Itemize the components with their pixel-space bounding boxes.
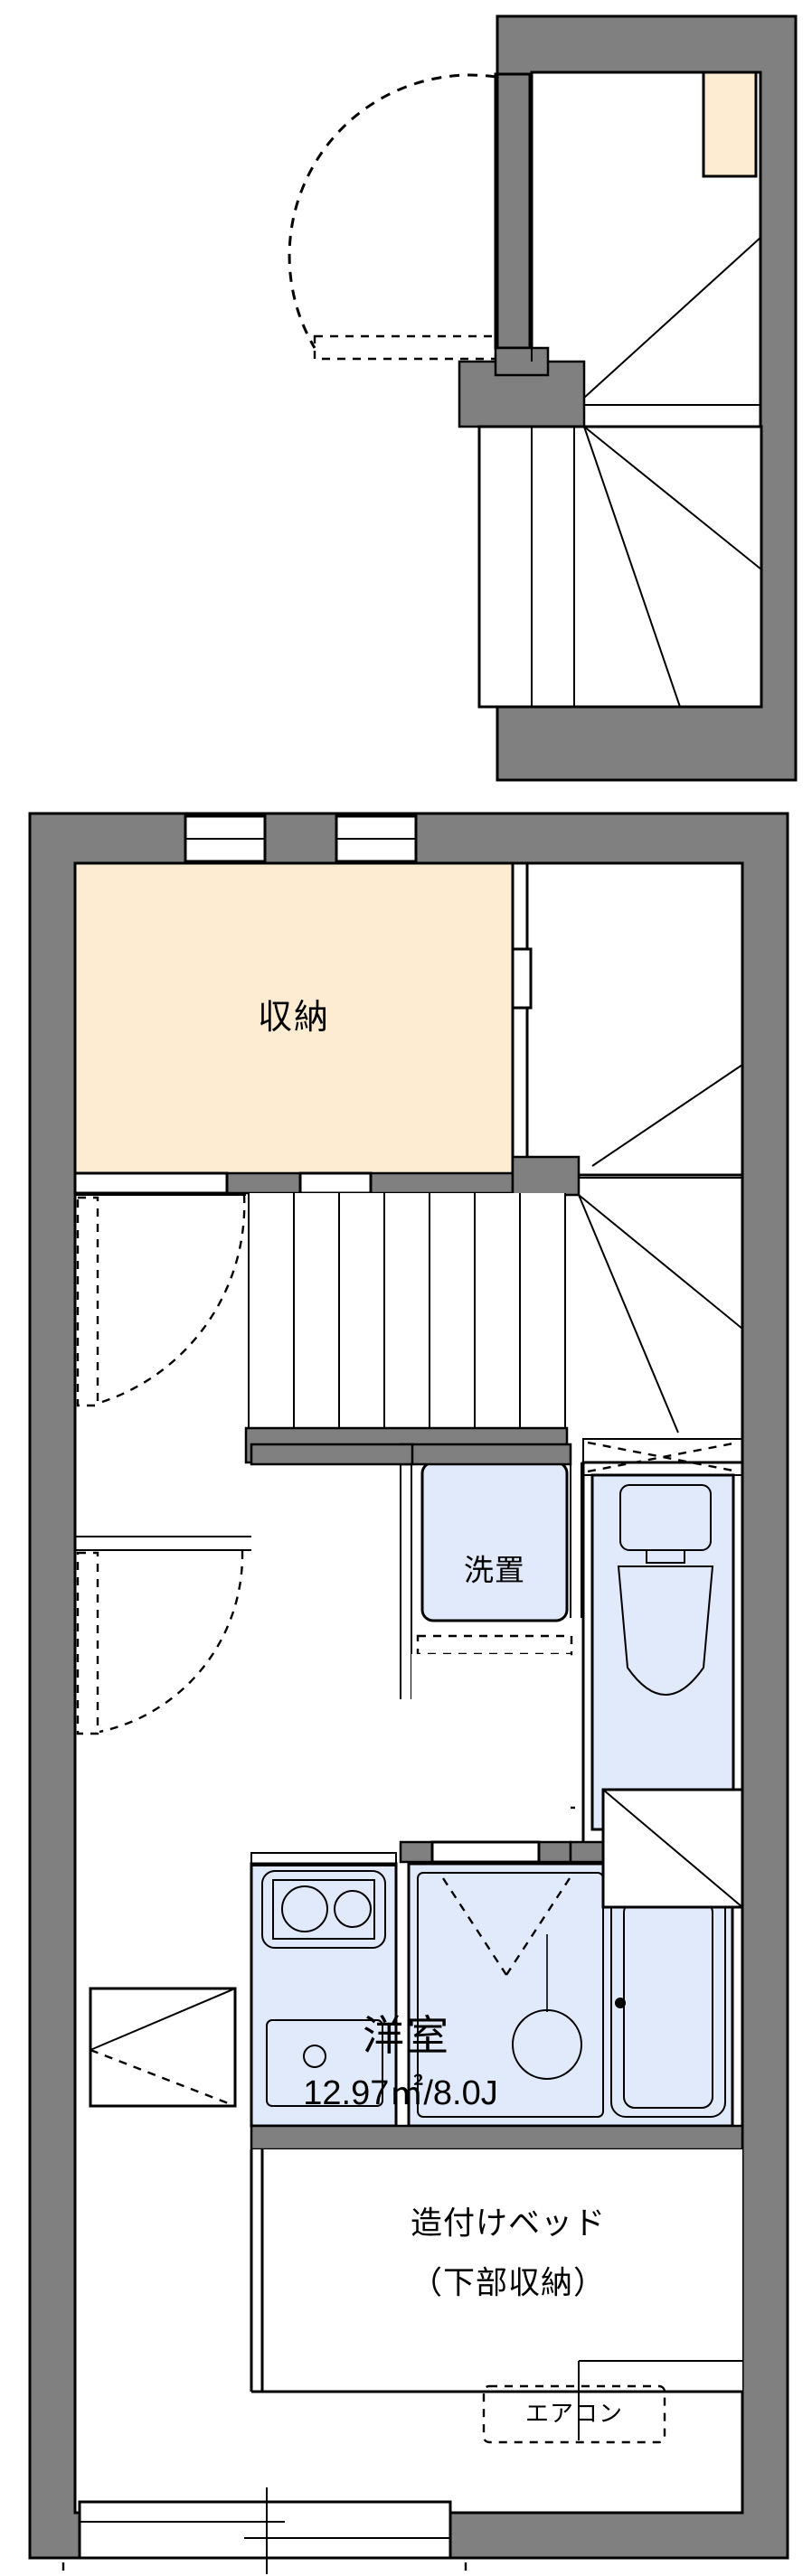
entry-door-swing-arc bbox=[288, 73, 496, 349]
toilet-room bbox=[581, 1438, 744, 1848]
closet-door-panel-1 bbox=[73, 1171, 229, 1195]
toilet-door-x2 bbox=[587, 1441, 739, 1473]
storage-room: 収納 bbox=[73, 861, 515, 1177]
toilet-door-x1 bbox=[587, 1441, 739, 1473]
upper-stair-shaft bbox=[479, 427, 761, 707]
unit-stairs bbox=[244, 861, 744, 1464]
built-in-bed: 造付けベッド （下部収納） bbox=[250, 2124, 744, 2393]
entry-door-swing-lower bbox=[99, 1194, 246, 1405]
kitchen-backsplash bbox=[250, 1852, 397, 1866]
south-window bbox=[78, 2487, 452, 2574]
winder-tread bbox=[583, 426, 762, 570]
left-closet bbox=[89, 1987, 237, 2108]
unit-bath bbox=[407, 1862, 734, 2128]
left-closet-fold-1 bbox=[90, 1988, 236, 2051]
upper-stair-nib bbox=[494, 346, 550, 377]
bathtub-inner bbox=[623, 1901, 713, 2109]
washer-north-wall bbox=[399, 1443, 572, 1466]
room-door-swing bbox=[99, 1550, 244, 1734]
bed-area bbox=[251, 2149, 742, 2392]
upper-closet bbox=[702, 71, 758, 178]
washing-machine-pan bbox=[420, 1461, 569, 1622]
air-conditioner-label: エアコン bbox=[525, 2400, 623, 2427]
toilet-tank bbox=[619, 1484, 712, 1551]
room-area-label: 12.97㎡/8.0J bbox=[303, 2074, 497, 2112]
upper-stair-shaft-outline bbox=[477, 425, 763, 709]
storage-area bbox=[73, 861, 515, 1177]
stair-upper-landing bbox=[527, 863, 742, 1175]
bed-label-line1: 造付けベッド bbox=[411, 2205, 606, 2241]
shower-swing bbox=[441, 1877, 571, 1976]
entry-door-leaf bbox=[313, 334, 497, 361]
stair-winder bbox=[578, 1194, 679, 1434]
hallway-area bbox=[411, 1654, 571, 1848]
entry-door-lower bbox=[75, 1194, 246, 1407]
main-plan: 収納 bbox=[28, 812, 789, 2576]
storage-door-band bbox=[73, 1171, 515, 1195]
vanity-basin bbox=[512, 2009, 582, 2080]
washer-label: 洗置 bbox=[464, 1554, 525, 1587]
south-window-frame bbox=[78, 2500, 452, 2560]
north-windows bbox=[184, 814, 418, 863]
winder-tread bbox=[583, 426, 681, 708]
stair-upper-flight bbox=[591, 1064, 743, 1167]
entry-door-leaf-lower bbox=[76, 1196, 99, 1407]
storage-label: 収納 bbox=[258, 999, 330, 1037]
western-room: 洋室 12.97㎡/8.0J bbox=[303, 2012, 497, 2112]
stair-winder bbox=[578, 1194, 743, 1330]
upper-detail-plan bbox=[288, 14, 798, 782]
bed-label-line2: （下部収納） bbox=[411, 2265, 606, 2300]
room-entry-door bbox=[75, 1536, 251, 1735]
kitchen-sink-basin bbox=[266, 2019, 383, 2107]
kitchen-counter bbox=[250, 1852, 398, 2128]
kitchen-drain bbox=[303, 2045, 326, 2068]
stair-newel-wall bbox=[511, 1155, 581, 1197]
kitchen-hall-door bbox=[430, 1840, 541, 1864]
kitchen-bath-band bbox=[250, 1840, 744, 2128]
upper-stair-landing-wall bbox=[458, 360, 586, 428]
hall-north-wall-nub bbox=[250, 1443, 414, 1466]
stair-upper-landing-outline bbox=[525, 861, 744, 1177]
air-conditioner-box bbox=[482, 2384, 666, 2444]
left-closet-box bbox=[89, 1987, 237, 2108]
room-door-leaf bbox=[76, 1551, 99, 1735]
washer-space: 洗置 bbox=[399, 1443, 582, 1699]
stair-flight-area bbox=[249, 1193, 565, 1433]
right-closet bbox=[601, 1788, 744, 1909]
toilet-connector bbox=[646, 1549, 685, 1564]
entry-door bbox=[288, 72, 532, 361]
toilet-bowl bbox=[617, 1565, 714, 1696]
left-closet-fold-2 bbox=[90, 2048, 236, 2108]
stair-partition-gap bbox=[511, 947, 533, 1010]
closet-door-panel-2 bbox=[298, 1171, 373, 1195]
gas-burner-large bbox=[281, 1885, 328, 1932]
room-label: 洋室 bbox=[363, 2012, 451, 2059]
gas-burner-small bbox=[334, 1890, 372, 1928]
bed-north-wall bbox=[250, 2124, 744, 2151]
air-conditioner: エアコン bbox=[482, 2360, 742, 2444]
upper-flight-line bbox=[583, 236, 762, 399]
bath-control-dot bbox=[615, 1998, 626, 2008]
right-closet-diagonal bbox=[602, 1789, 743, 1908]
